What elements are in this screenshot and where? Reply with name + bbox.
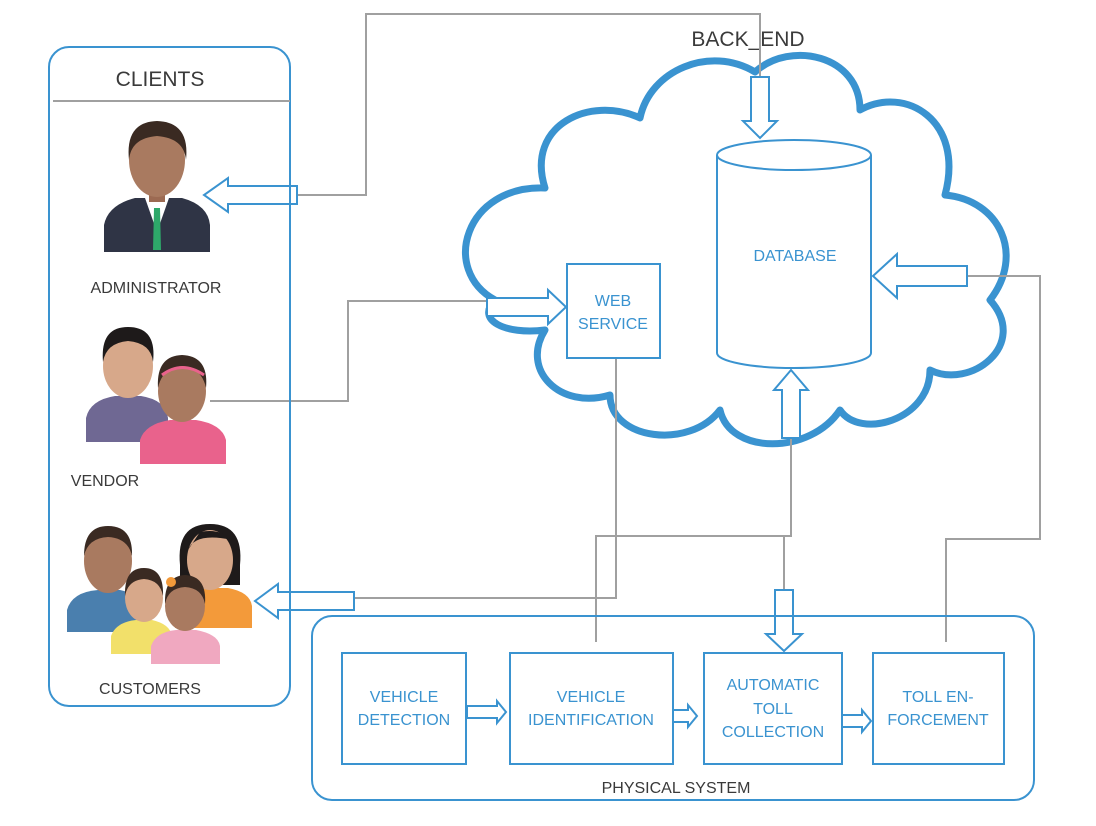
- web-service-label-line1: WEB: [595, 293, 631, 310]
- vehicle-identification-box: VEHICLE IDENTIFICATION: [509, 652, 674, 765]
- vehicle-identification-label-line1: VEHICLE: [557, 689, 625, 706]
- database-cylinder: DATABASE: [716, 139, 872, 369]
- physical-system-title: PHYSICAL SYSTEM: [602, 780, 751, 797]
- vendor-avatar: [86, 327, 226, 464]
- automatic-toll-collection-box: AUTOMATIC TOLL COLLECTION: [703, 652, 843, 765]
- connector-lines: [210, 13, 1041, 642]
- arrow-into-database: [740, 76, 780, 140]
- vehicle-identification-label-line2: IDENTIFICATION: [528, 712, 654, 729]
- arrow-enforcement-to-database: [871, 251, 968, 301]
- toll-enforcement-box: TOLL EN- FORCEMENT: [872, 652, 1005, 765]
- clients-title: CLIENTS: [116, 68, 205, 91]
- db-to-vehicle-identification-line: [595, 438, 792, 642]
- toll-collection-label-line1: AUTOMATIC: [727, 677, 820, 694]
- arrow-to-administrator: [202, 176, 298, 214]
- vendor-to-webservice-line: [210, 300, 487, 402]
- arrow-collection-to-enforcement: [841, 707, 873, 735]
- arrow-to-webservice: [486, 287, 568, 327]
- customers-label: CUSTOMERS: [99, 681, 201, 698]
- arrow-identification-to-collection: [672, 702, 699, 730]
- enforcement-to-db-line: [945, 275, 1041, 642]
- customers-avatar: [67, 524, 252, 664]
- block-arrows: [202, 76, 968, 735]
- physical-system-panel: PHYSICAL SYSTEM: [311, 615, 1035, 801]
- vehicle-detection-label-line1: VEHICLE: [370, 689, 438, 706]
- web-service-box: WEB SERVICE: [566, 263, 661, 359]
- administrator-label: ADMINISTRATOR: [91, 280, 222, 297]
- database-label: DATABASE: [754, 248, 837, 265]
- toll-enforcement-label-line2: FORCEMENT: [887, 712, 989, 729]
- clients-panel: CLIENTS: [48, 46, 291, 707]
- arrow-up-to-database: [771, 368, 811, 439]
- arrow-to-customers: [253, 582, 355, 620]
- backend-title: BACK_END: [691, 28, 804, 51]
- vehicle-detection-box: VEHICLE DETECTION: [341, 652, 467, 765]
- toll-enforcement-label-line1: TOLL EN-: [902, 689, 973, 706]
- administrator-avatar: [104, 121, 210, 252]
- toll-collection-label-line2: TOLL: [753, 701, 793, 718]
- webservice-to-customers-line: [355, 358, 617, 599]
- vehicle-detection-label-line2: DETECTION: [358, 712, 450, 729]
- arrow-detection-to-identification: [466, 698, 508, 726]
- vendor-label: VENDOR: [71, 473, 139, 490]
- db-to-admin-line: [298, 13, 761, 196]
- toll-collection-label-line3: COLLECTION: [722, 724, 824, 741]
- web-service-label-line2: SERVICE: [578, 316, 648, 333]
- arrow-into-toll-collection: [763, 589, 805, 653]
